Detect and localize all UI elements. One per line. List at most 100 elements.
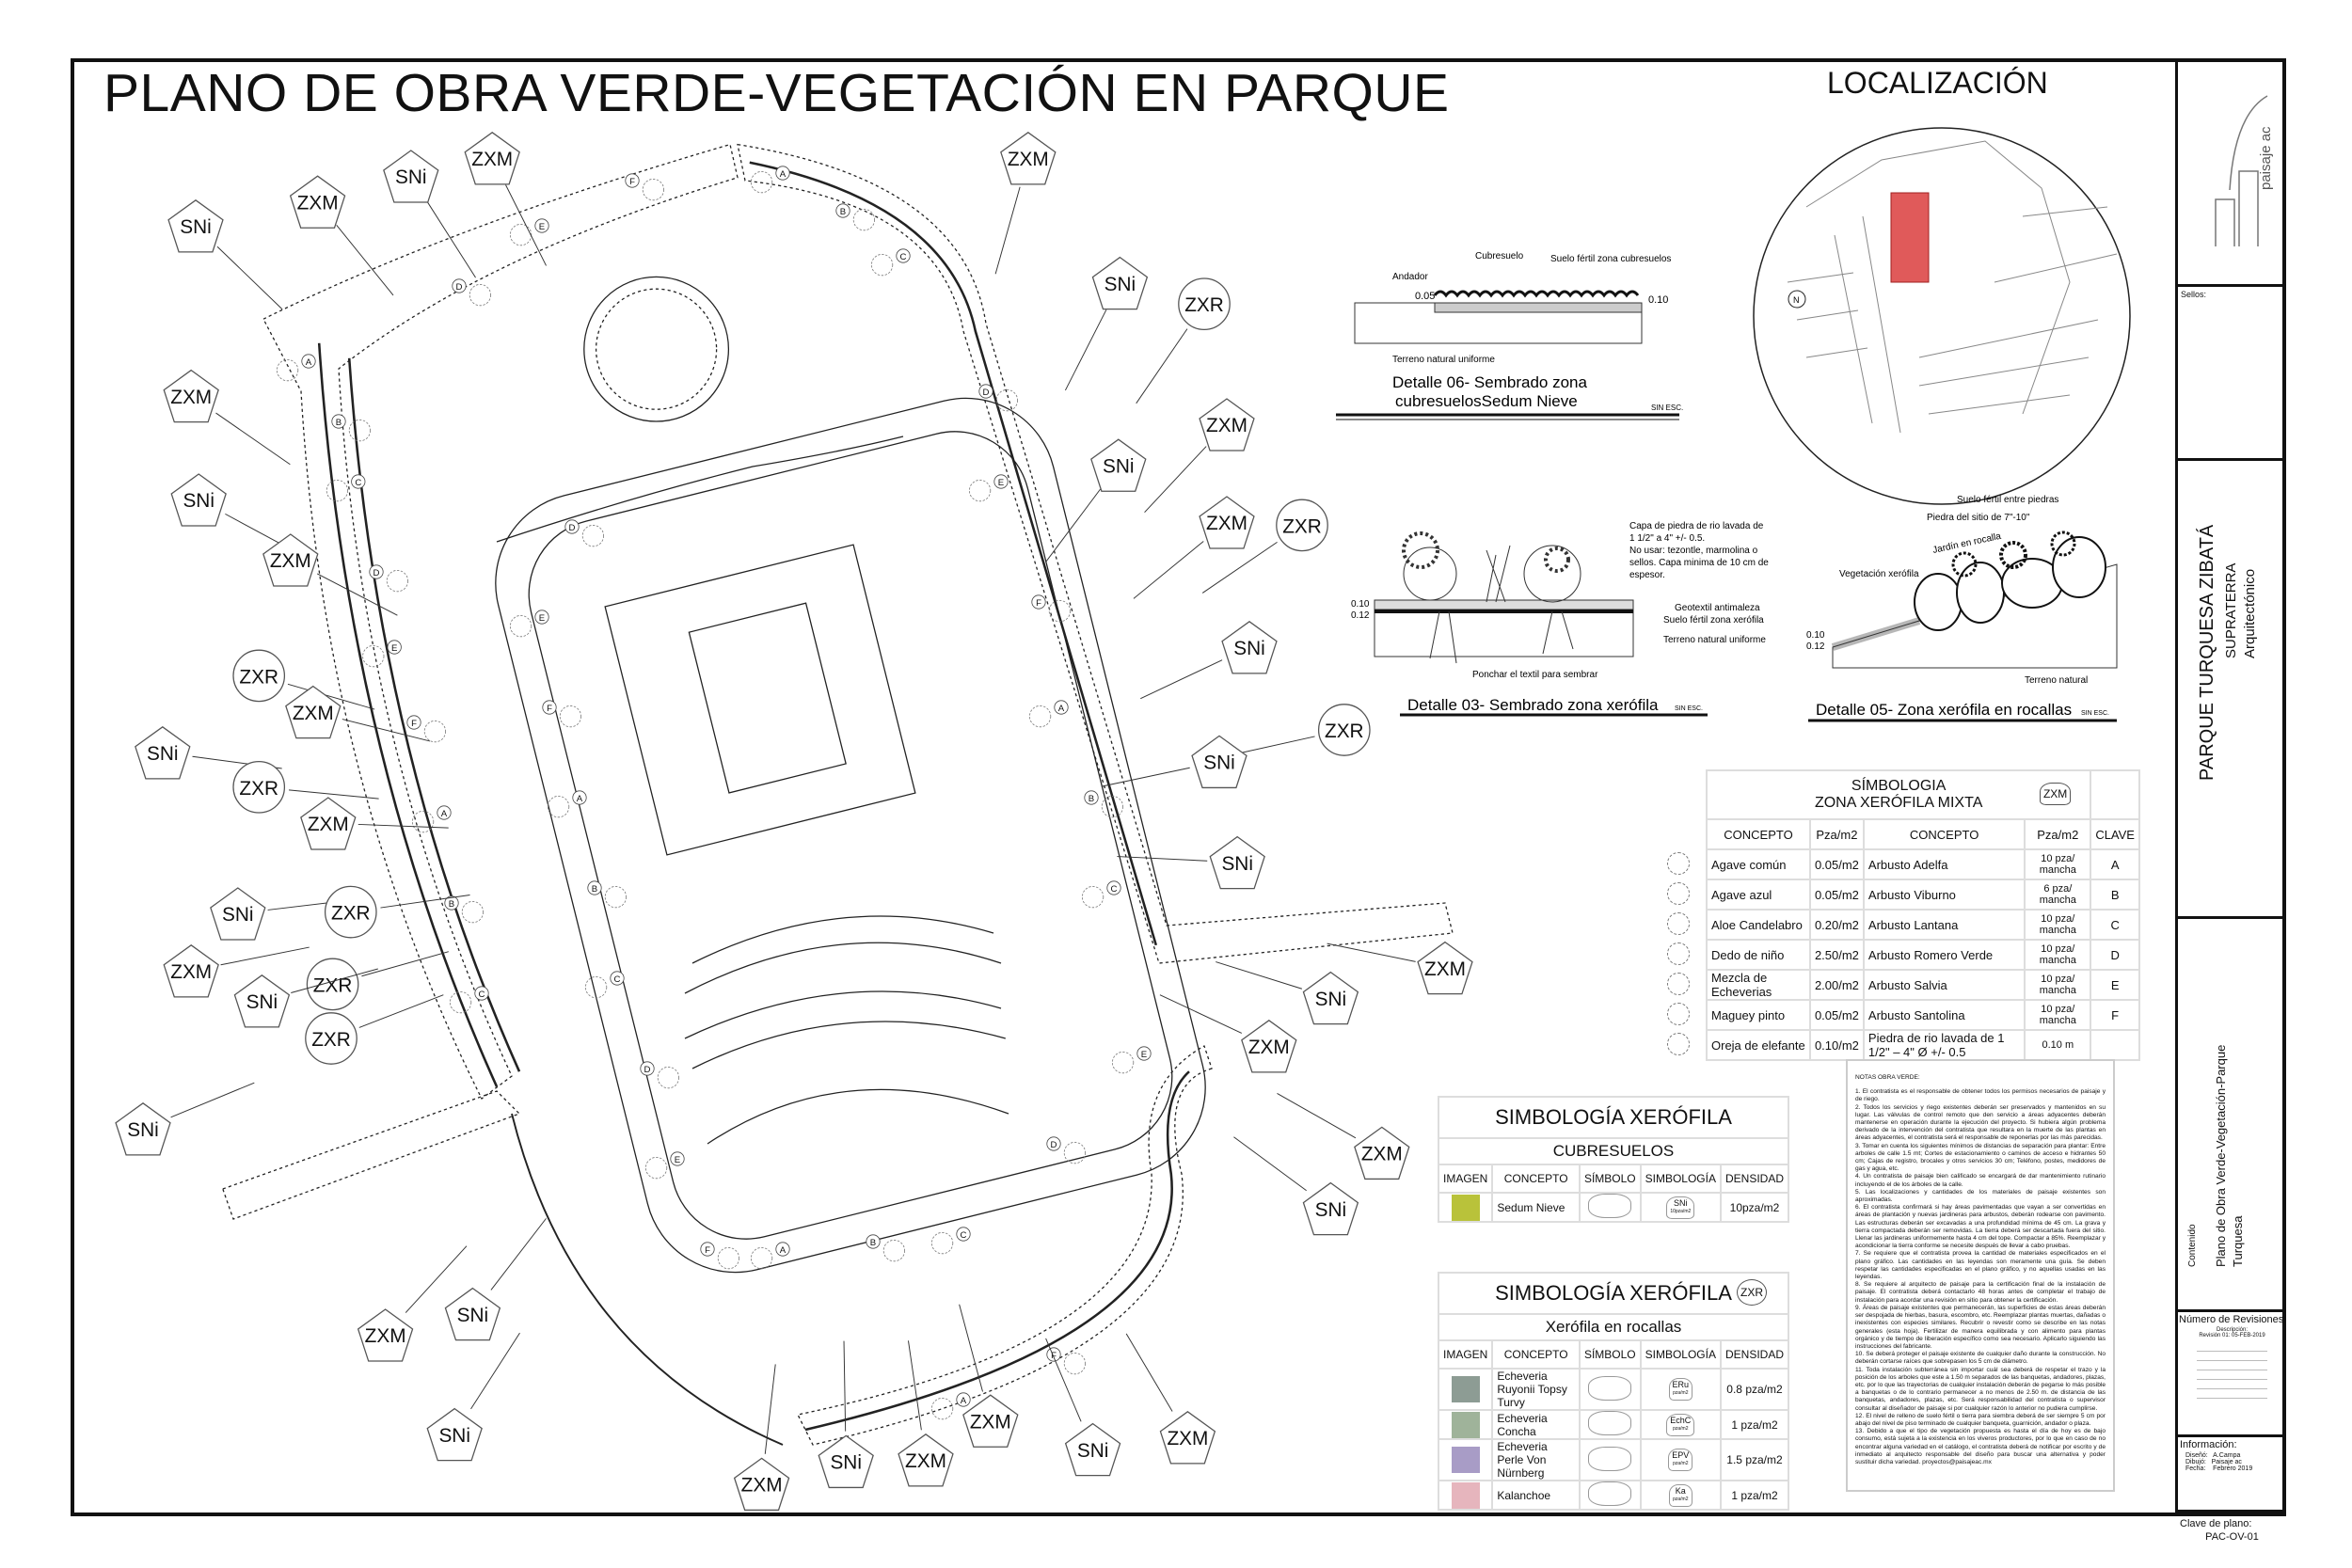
tag-pentagon [170, 473, 227, 527]
legend-title-2: ZONA XERÓFILA MIXTA [1814, 795, 1983, 811]
tag-pentagon [135, 726, 191, 780]
zone-tag-sni: SNi [818, 1340, 874, 1489]
note-item: 10. Se deberá proteger el paisaje existe… [1855, 1351, 2106, 1366]
tag-label: ZXM [170, 387, 212, 408]
plant-symbol-icon [1651, 970, 1707, 1000]
walkway-edge [749, 161, 1158, 946]
bed-key-marker: A [412, 805, 452, 833]
bed-key-label: E [675, 1155, 680, 1165]
detail-03: Capa de piedra de rio lavada de 1 1/2" a… [1351, 521, 1769, 717]
plant-symbol [362, 645, 385, 668]
plant-symbol [969, 480, 992, 502]
key: E [2090, 969, 2140, 1001]
bed-key-label: F [1051, 1351, 1057, 1361]
bed-key-marker: B [331, 414, 372, 442]
scale-note: SIN ESC. [1675, 705, 1703, 712]
tag-pentagon [1209, 835, 1265, 890]
bed-key-marker: D [978, 384, 1019, 412]
tag-pentagon [115, 1102, 171, 1156]
plant-symbol [510, 615, 532, 638]
concept: Kalanchoe [1491, 1480, 1581, 1511]
zxr-badge: ZXR [1737, 1279, 1767, 1306]
tag-pentagon [1159, 1411, 1216, 1465]
sellos-section: Sellos: [2178, 287, 2286, 461]
page-title: PLANO DE OBRA VERDE-VEGETACIÓN EN PARQUE [103, 63, 1450, 123]
tag-label: ZXM [1206, 513, 1248, 534]
revision-lines [2197, 1342, 2267, 1399]
plant-symbol [1101, 796, 1124, 818]
bed-key-marker: A [751, 166, 790, 194]
plant-symbol [995, 389, 1019, 412]
col-header: CONCEPTO [1491, 1339, 1581, 1370]
bed-key-marker: F [1031, 594, 1072, 623]
tag-pentagon [818, 1434, 874, 1489]
tag-pentagon [289, 175, 346, 229]
leader-line [380, 895, 470, 909]
plant-image [1437, 1409, 1494, 1440]
geotextile [1375, 610, 1633, 613]
shrub-density: 10 pza/ mancha [2024, 848, 2092, 880]
zone-tag-sni: SNi [135, 726, 282, 780]
circular-planter-inner [595, 288, 718, 410]
density: 2.00/m2 [1808, 969, 1865, 1001]
bed-key-marker: E [362, 640, 402, 668]
bed-key-label: B [1089, 794, 1094, 804]
walkway-edge [317, 342, 499, 1087]
bed-key-marker: E [969, 474, 1009, 502]
tag-label: ZXR [239, 778, 278, 800]
legend-title: SIMBOLOGÍA XERÓFILA [1495, 1281, 1732, 1305]
bed-key-marker: B [587, 880, 628, 909]
tag-label: ZXM [471, 149, 513, 170]
density: 0.20/m2 [1808, 909, 1865, 941]
amphitheater-tier [691, 1021, 1006, 1069]
plant-symbol [604, 886, 628, 909]
tag-pentagon [210, 887, 266, 941]
tag-pentagon [444, 1287, 501, 1341]
key [2090, 1029, 2140, 1061]
zone-tag-zxm: ZXM [898, 1340, 954, 1487]
tag-label: SNi [183, 490, 215, 512]
tag-circle [324, 885, 377, 939]
key: B [2090, 879, 2140, 911]
leader-line [959, 1304, 983, 1392]
notes-title: NOTAS OBRA VERDE: [1855, 1074, 1920, 1081]
walkway-edge [347, 357, 521, 1072]
bed-key-label: B [870, 1238, 876, 1248]
tag-circle [306, 958, 359, 1011]
plant-symbol [1578, 1368, 1642, 1411]
bed-key-marker: E [1112, 1046, 1152, 1074]
leader-line [1064, 309, 1107, 391]
col-header: SIMBOLOGÍA [1639, 1339, 1722, 1370]
shrub-concept: Arbusto Lantana [1862, 909, 2026, 941]
zone-tag-sni: SNi [1064, 256, 1149, 391]
planting-bed-left [262, 143, 739, 1100]
bed-key-marker: D [564, 519, 605, 547]
bed-key-marker: D [640, 1061, 680, 1089]
shrub-concept: Arbusto Adelfa [1862, 848, 2026, 880]
plant-symbol [1063, 1142, 1087, 1164]
bed-key-marker: B [1084, 790, 1124, 818]
shrub-density: 6 pza/ mancha [2024, 879, 2092, 911]
tag-circle [232, 760, 286, 814]
plant-symbol [585, 976, 608, 999]
leader-line [316, 573, 398, 616]
zone-tag-sni: SNi [1233, 1136, 1359, 1236]
zone-tag-zxm: ZXM [733, 1364, 790, 1512]
xerophyte-plants [1951, 531, 2076, 578]
label-andador: Andador [1392, 272, 1428, 282]
bed-key-label: F [547, 704, 552, 714]
zone-tag-zxr: ZXR [305, 994, 444, 1065]
note-item: 8. Se requiere al arquitecto de paisaje … [1855, 1281, 2106, 1304]
location-circle [1753, 127, 2131, 505]
density: 1.5 pza/m2 [1719, 1438, 1790, 1481]
note-item: 7. Se requiere que el contratista provea… [1855, 1250, 2106, 1281]
plant-symbol-icon [1651, 940, 1707, 970]
leader-line [994, 186, 1021, 275]
tag-label: ZXM [970, 1411, 1011, 1433]
tag-label: ZXM [1361, 1144, 1403, 1165]
soil-layer [1831, 617, 1921, 651]
plant-symbol [931, 1398, 954, 1420]
zone-tag-zxm: ZXM [959, 1304, 1019, 1448]
